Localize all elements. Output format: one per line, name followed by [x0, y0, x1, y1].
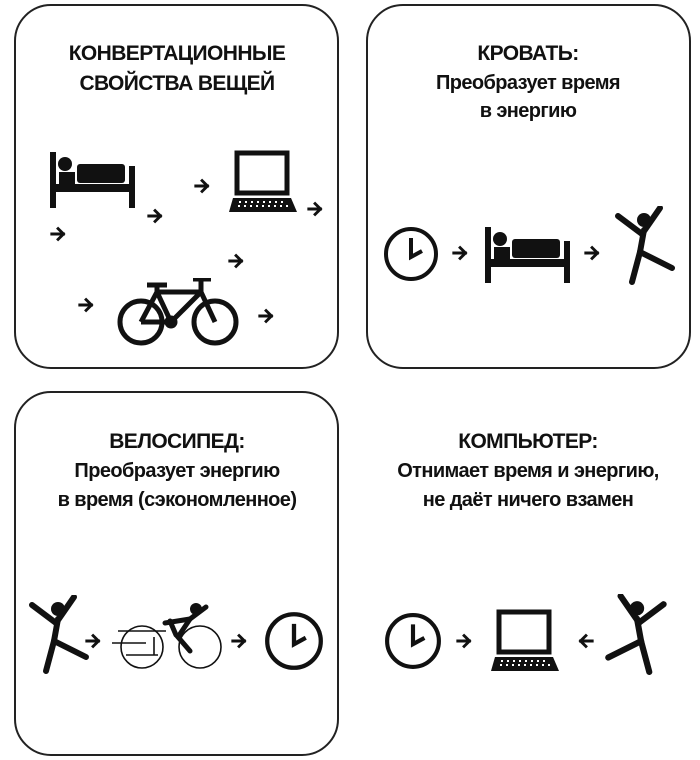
panel-subtitle: не даёт ничего взамен: [423, 489, 634, 511]
panel-title: СВОЙСТВА ВЕЩЕЙ: [79, 71, 274, 95]
panel-subtitle: Преобразует энергию: [74, 460, 280, 482]
panel-conversion-properties: КОНВЕРТАЦИОННЫЕ СВОЙСТВА ВЕЩЕЙ: [14, 4, 339, 369]
panel-bed: КРОВАТЬ: Преобразует время в энергию: [366, 4, 691, 369]
panel-subtitle: Отнимает время и энергию,: [397, 460, 659, 482]
arrow-right-icon: [456, 634, 471, 648]
panel-subtitle: Преобразует время: [436, 72, 620, 94]
clock-icon: [387, 615, 439, 667]
jumping-person-icon: [608, 596, 663, 672]
panel-title: КРОВАТЬ:: [477, 42, 578, 65]
laptop-icon: [491, 612, 559, 671]
panel-subtitle: в время (сэкономленное): [58, 489, 297, 511]
panel-title: КОНВЕРТАЦИОННЫЕ: [69, 42, 286, 65]
panel-bicycle: ВЕЛОСИПЕД: Преобразует энергию в время (…: [14, 391, 339, 756]
arrow-left-icon: [579, 634, 594, 648]
panel-title: КОМПЬЮТЕР:: [458, 430, 598, 453]
panel-subtitle: в энергию: [480, 100, 577, 122]
panel-computer: КОМПЬЮТЕР: Отнимает время и энергию, не …: [387, 430, 664, 672]
panel-title: ВЕЛОСИПЕД:: [109, 430, 245, 453]
